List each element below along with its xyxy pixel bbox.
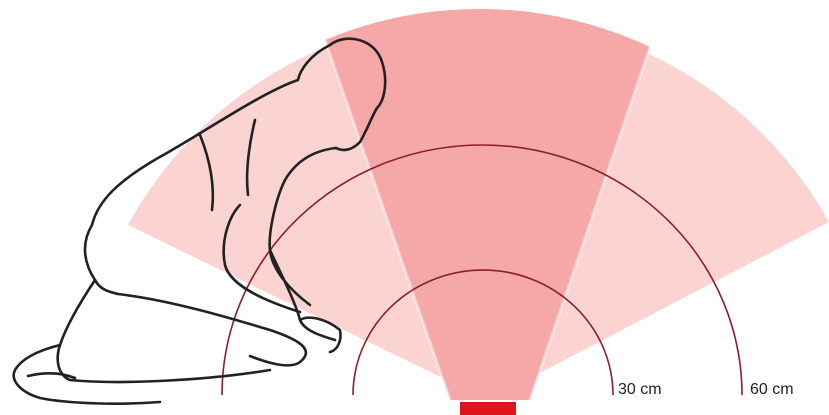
sensor-icon: [460, 402, 516, 415]
label-60cm: 60 cm: [750, 381, 794, 398]
label-30cm: 30 cm: [618, 381, 662, 398]
